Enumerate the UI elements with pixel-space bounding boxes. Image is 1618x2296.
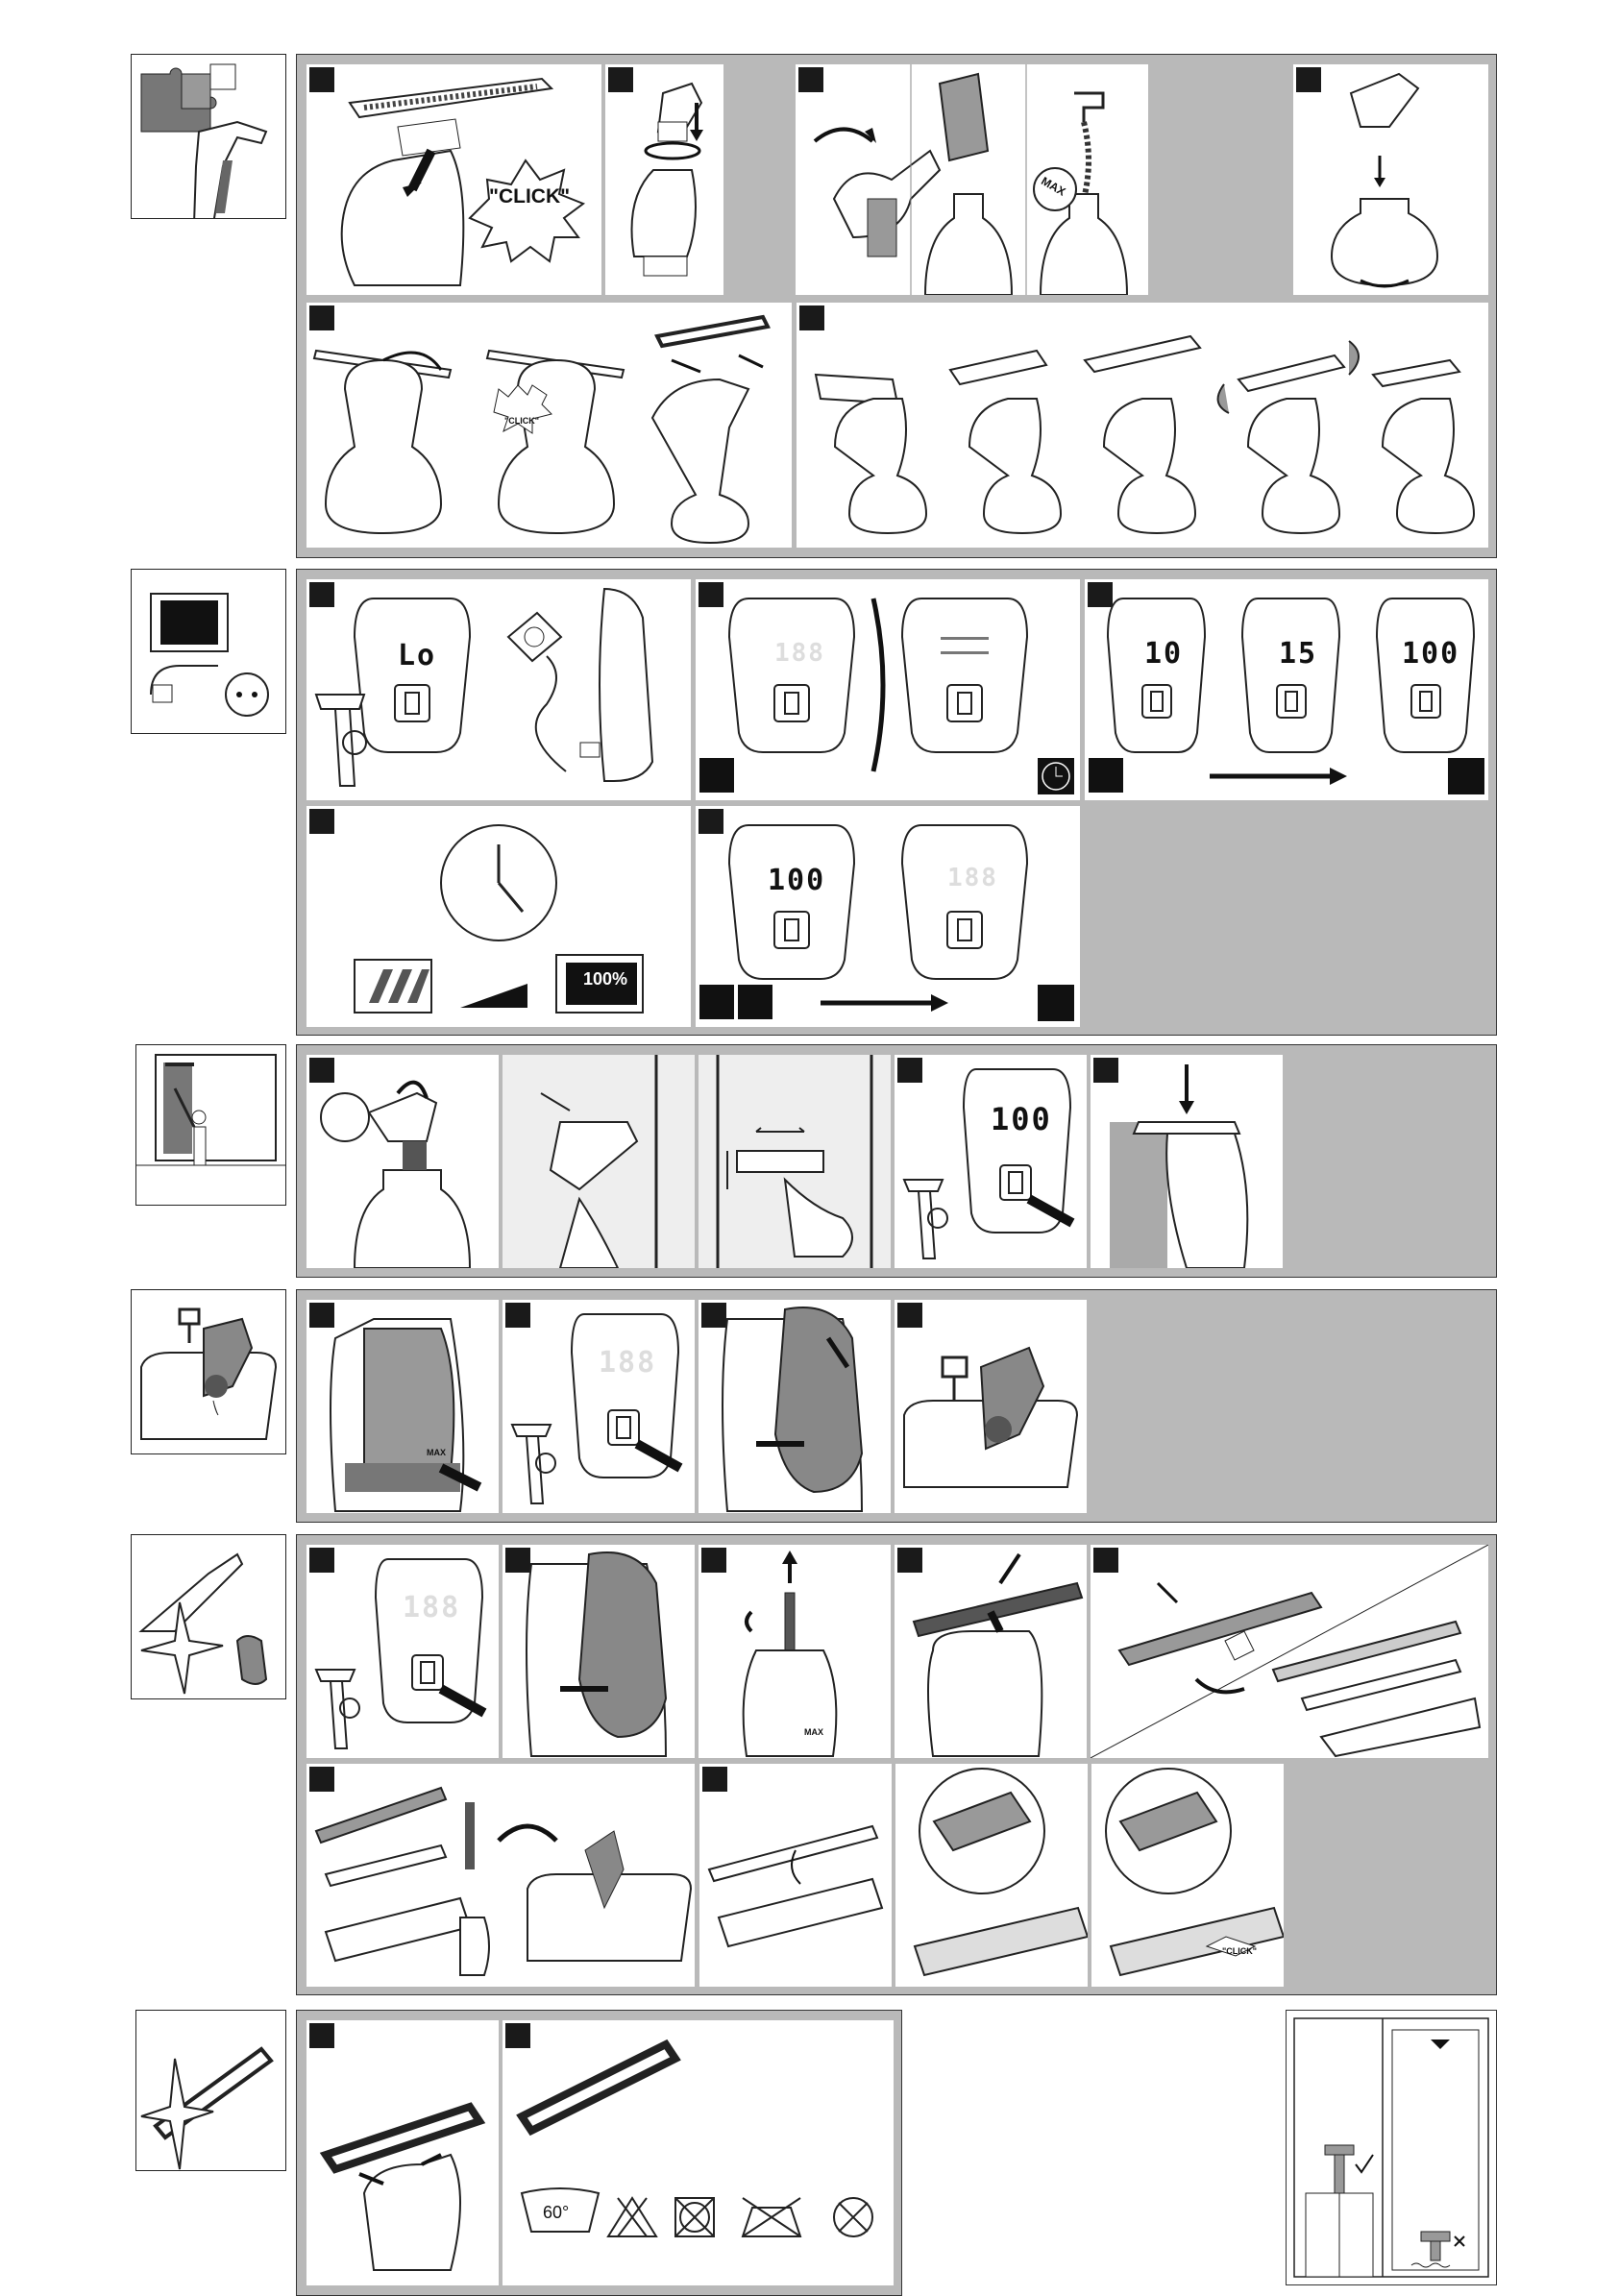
step-spray-window: [503, 1055, 695, 1268]
display-10: 10: [1144, 637, 1184, 671]
display-188-b: 188: [947, 864, 998, 892]
storage-box: [1286, 2010, 1497, 2285]
step-low-battery-charge: Lo: [306, 579, 691, 800]
step-pour-out: [895, 1300, 1087, 1513]
maintenance-section: 188 MAX: [296, 1534, 1497, 1995]
step-charge-progress: 10 15 100: [1085, 579, 1488, 800]
step-vacuum-window: [1091, 1055, 1283, 1268]
step-marker: [799, 305, 824, 330]
step-marker: [309, 582, 334, 607]
care-section-icon: [135, 2010, 286, 2171]
click-label: "CLICK": [489, 185, 571, 208]
puzzle-icon: [140, 63, 268, 225]
display-100: 100: [1402, 637, 1460, 671]
step-display-off: 100 188: [696, 806, 1080, 1027]
step-marker: [897, 1548, 922, 1573]
step-marker: [798, 67, 823, 92]
step-power-on: 100: [895, 1055, 1087, 1268]
display-188-c: 188: [599, 1346, 657, 1380]
step-marker: [701, 1548, 726, 1573]
step-marker: [505, 2023, 530, 2048]
step-remove-tank-m: [503, 1545, 695, 1758]
step-charging-display: 188: [696, 579, 1080, 800]
step-remove-pad: [306, 2020, 499, 2285]
step-marker: [505, 1548, 530, 1573]
step-attach-spray-head: [605, 64, 723, 295]
step-pour-concentrate: MAX: [796, 64, 1148, 295]
step-reassemble-c: "CLICK": [1091, 1764, 1284, 1987]
step-marker: [608, 67, 633, 92]
care-sparkle-icon: [140, 2046, 274, 2170]
step-marker: [897, 1058, 922, 1083]
empty-tank-section: MAX 188: [296, 1289, 1497, 1523]
display-100-c: 100: [991, 1101, 1052, 1137]
step-blade-exchange-a: "CLICK": [306, 303, 792, 548]
step-remove-float: MAX: [699, 1545, 891, 1758]
display-188: 188: [774, 639, 825, 668]
empty-water-tank-icon: [140, 1307, 278, 1440]
window-cleaning-icon: [136, 1054, 285, 1166]
step-marker: [1093, 1548, 1118, 1573]
step-blade-exchange-b: [797, 303, 1488, 548]
step-rinse-parts: [306, 1764, 695, 1987]
click-label-small: "CLICK": [504, 416, 540, 426]
step-marker: [699, 582, 723, 607]
charging-section-icon: [131, 569, 286, 734]
step-reassemble-b: [895, 1764, 1088, 1987]
step-power-off: 188: [503, 1300, 695, 1513]
step-marker: [309, 67, 334, 92]
wash-temp-label: 60°: [543, 2203, 570, 2222]
maintenance-section-icon: [131, 1534, 286, 1699]
step-marker: [309, 1548, 334, 1573]
step-charge-time: 100%: [306, 806, 691, 1027]
charging-section: Lo 188: [296, 569, 1497, 1036]
storage-usage-icon: [1293, 2017, 1489, 2278]
max-label-tank: MAX: [427, 1448, 446, 1457]
display-15: 15: [1279, 637, 1318, 671]
battery-charger-icon: [150, 593, 269, 717]
step-reassemble-a: [699, 1764, 892, 1987]
care-section: 60°: [296, 2010, 902, 2296]
step-marker: [1093, 1058, 1118, 1083]
step-marker: [505, 1303, 530, 1328]
step-marker: [309, 1058, 334, 1083]
step-marker: [702, 1767, 727, 1792]
window-cleaning-section-icon: [135, 1044, 286, 1206]
sparkle-clean-icon: [138, 1552, 268, 1695]
step-wipe-window: [699, 1055, 891, 1268]
step-marker: [699, 809, 723, 834]
step-marker: [309, 809, 334, 834]
step-remove-blade: [895, 1545, 1087, 1758]
step-disassemble-blade: [1091, 1545, 1488, 1758]
step-marker: [309, 1303, 334, 1328]
display-lo: Lo: [398, 639, 437, 672]
step-attach-blade: "CLICK": [306, 64, 601, 295]
window-cleaning-section: 100: [296, 1044, 1497, 1278]
empty-tank-section-icon: [131, 1289, 286, 1454]
step-spray-on: [306, 1055, 499, 1268]
step-power-off-m: 188: [306, 1545, 499, 1758]
display-100-b: 100: [768, 864, 826, 897]
assembly-section-icon: [131, 54, 286, 225]
step-tank-max: MAX: [306, 1300, 499, 1513]
max-label-float: MAX: [804, 1727, 823, 1737]
step-marker: [309, 305, 334, 330]
step-marker: [1296, 67, 1321, 92]
step-marker: [309, 1767, 334, 1792]
step-marker: [1088, 582, 1113, 607]
click-label-cleaning: "CLICK": [1222, 1946, 1258, 1956]
step-marker: [897, 1303, 922, 1328]
battery-full-label: 100%: [583, 969, 628, 989]
assembly-section: "CLICK" MAX: [296, 54, 1497, 558]
step-screw-bottle: [1293, 64, 1488, 295]
display-188-d: 188: [403, 1591, 461, 1624]
step-marker: [309, 2023, 334, 2048]
step-remove-tank: [699, 1300, 891, 1513]
step-wash-pad: 60°: [503, 2020, 894, 2285]
step-marker: [701, 1303, 726, 1328]
